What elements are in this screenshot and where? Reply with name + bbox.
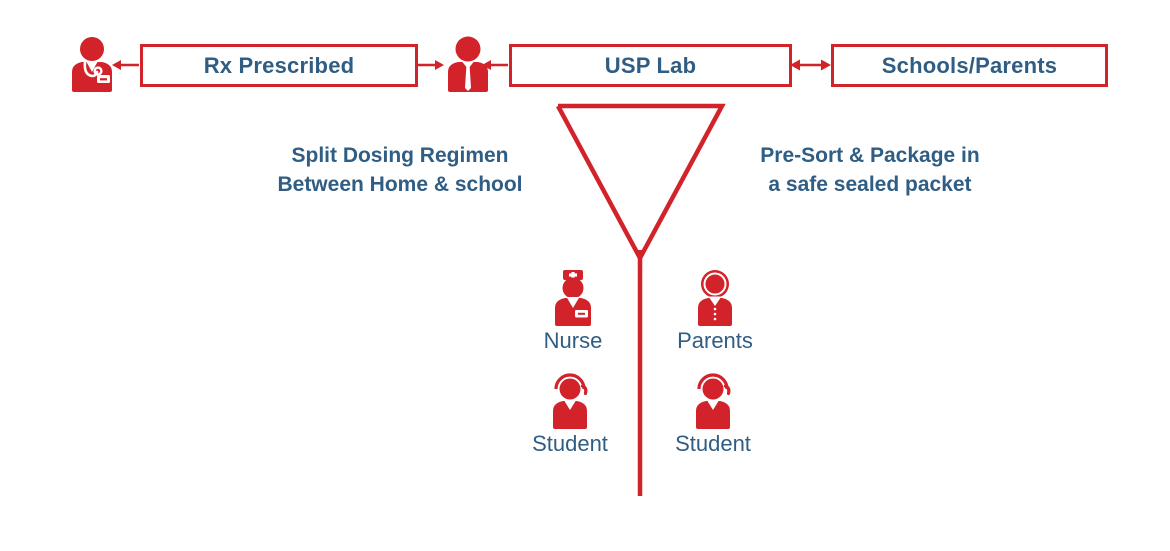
arrow-left-doctor-rx — [112, 60, 139, 70]
box-schools-parents[interactable]: Schools/Parents — [831, 44, 1108, 87]
person-card-parents-label: Parents — [677, 328, 753, 353]
person-card-student-1-label: Student — [532, 431, 608, 456]
parent-icon — [698, 270, 732, 326]
doctor-icon-glyph — [72, 37, 112, 92]
person-card-nurse-label: Nurse — [543, 328, 603, 353]
box-usp-lab-label: USP Lab — [604, 52, 697, 78]
arrow-right-rx-pharmacist — [418, 60, 444, 70]
annotation-presort-package: Pre-Sort & Package in a safe sealed pack… — [730, 141, 1010, 199]
person-card-nurse: Nurse — [513, 268, 633, 354]
box-schools-parents-label: Schools/Parents — [881, 52, 1058, 78]
annotation-split-dosing-line2: Between Home & school — [277, 173, 523, 196]
annotation-presort-package-line2: a safe sealed packet — [768, 173, 972, 196]
nurse-icon — [555, 270, 591, 326]
student-icon — [553, 373, 588, 429]
person-card-student-2: Student — [653, 371, 773, 457]
doctor-icon — [66, 36, 118, 97]
annotation-presort-package-line1: Pre-Sort & Package in — [760, 144, 980, 167]
pharmacist-icon — [444, 36, 492, 97]
box-rx-prescribed-label: Rx Prescribed — [203, 52, 355, 78]
box-rx-prescribed[interactable]: Rx Prescribed — [140, 44, 418, 87]
person-card-student-2-label: Student — [675, 431, 751, 456]
box-usp-lab[interactable]: USP Lab — [509, 44, 792, 87]
annotation-split-dosing-line1: Split Dosing Regimen — [291, 144, 509, 167]
arrow-left-pharmacist-usp — [482, 60, 508, 70]
student-icon — [696, 373, 731, 429]
person-card-student-1: Student — [510, 371, 630, 457]
pharmacist-icon-glyph — [448, 36, 488, 92]
person-card-parents: Parents — [655, 268, 775, 354]
annotation-split-dosing: Split Dosing Regimen Between Home & scho… — [255, 141, 545, 199]
funnel-shape — [556, 103, 726, 496]
arrow-bidirectional-usp-schools — [790, 59, 831, 71]
